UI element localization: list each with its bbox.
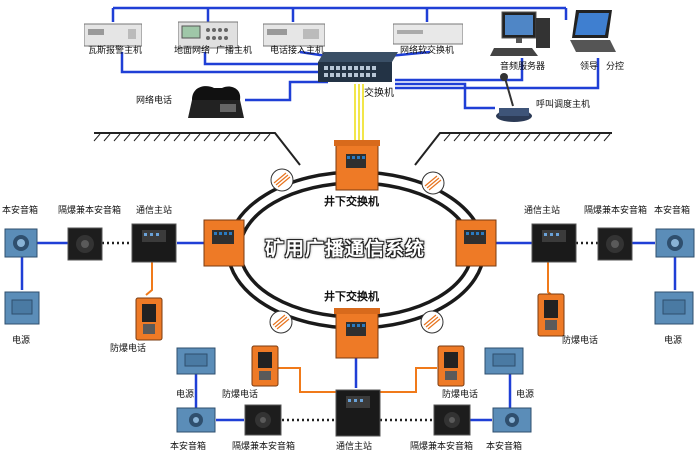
right-station-box (531, 223, 577, 263)
label-underground-switch-bottom: 井下交换机 (324, 290, 379, 303)
ground-line-right (414, 132, 612, 166)
bottom-right-explosion-speaker-box (433, 404, 471, 436)
bottom-left-phone-box (251, 345, 279, 387)
right-speaker-box (655, 228, 695, 258)
label-left-phone: 防爆电话 (110, 344, 147, 354)
label-switch: 交换机 (364, 88, 394, 99)
label-bottom-speaker-right: 本安音箱 (486, 442, 523, 452)
bottom-station-box (335, 389, 381, 437)
label-dispatch-host: 呼叫调度主机 (536, 100, 591, 110)
left-station-box (131, 223, 177, 263)
left-speaker-box (4, 228, 38, 258)
switch-icon (318, 52, 398, 82)
label-right-speaker: 本安音箱 (654, 206, 691, 216)
label-broadcast-host: 广播主机 (216, 46, 253, 56)
underground-switch-right-box (455, 219, 497, 267)
label-phone-access-host: 电话接入主机 (270, 46, 325, 56)
label-leader: 领导 (580, 62, 599, 72)
label-right-station: 通信主站 (524, 206, 561, 216)
gas-alarm-host-icon (84, 23, 142, 47)
right-power-box (654, 291, 694, 325)
right-phone-box (537, 293, 565, 337)
bottom-right-phone-box (437, 345, 465, 387)
label-right-phone: 防爆电话 (562, 336, 599, 346)
label-bottom-speaker-left: 本安音箱 (170, 442, 207, 452)
bottom-left-explosion-speaker-box (244, 404, 282, 436)
ground-network-broadcast-host-icon (178, 21, 238, 49)
diagram-title: 矿用广播通信系统 (265, 238, 426, 260)
fiber-lines (354, 84, 364, 150)
left-phone-box (135, 297, 163, 341)
bottom-left-speaker-box (176, 407, 216, 433)
label-right-explosion-speaker: 隔爆兼本安音箱 (584, 206, 648, 216)
audio-server-computer-icon (490, 11, 550, 56)
underground-switch-bottom-box (334, 308, 380, 359)
bottom-right-speaker-box (492, 407, 532, 433)
label-left-station: 通信主站 (136, 206, 173, 216)
underground-switch-left-box (203, 219, 245, 267)
phone-access-host-icon (263, 23, 325, 47)
label-left-speaker: 本安音箱 (2, 206, 39, 216)
label-bottom-phone-left: 防爆电话 (222, 390, 259, 400)
underground-switch-top-box (334, 140, 380, 191)
ring-couplers (269, 168, 445, 334)
label-audio-server: 音频服务器 (500, 62, 546, 72)
label-network-phone: 网络电话 (136, 96, 173, 106)
network-lines (111, 6, 600, 110)
label-bottom-power-left: 电源 (176, 390, 195, 400)
dispatch-microphone-icon (496, 73, 532, 122)
right-explosion-speaker-box (597, 227, 633, 261)
label-bottom-phone-right: 防爆电话 (442, 390, 479, 400)
ground-line-left (94, 132, 301, 166)
laptop-icon (570, 10, 616, 52)
ground-hatch-left (93, 133, 271, 142)
bottom-left-power-box (176, 347, 216, 375)
bottom-right-power-box (484, 347, 524, 375)
label-network-soft-switch: 网络软交换机 (400, 46, 455, 56)
label-ground-network: 地面网络 (174, 46, 211, 56)
label-left-explosion-speaker: 隔爆兼本安音箱 (58, 206, 122, 216)
label-right-power: 电源 (664, 336, 683, 346)
label-branch-control: 分控 (606, 62, 625, 72)
label-bottom-station: 通信主站 (336, 442, 373, 452)
left-power-box (4, 291, 40, 325)
label-bottom-explosion-speaker-right: 隔爆兼本安音箱 (410, 442, 474, 452)
left-explosion-speaker-box (67, 227, 103, 261)
network-soft-switch-icon (393, 23, 463, 45)
label-left-power: 电源 (12, 336, 31, 346)
label-bottom-explosion-speaker-left: 隔爆兼本安音箱 (232, 442, 296, 452)
label-underground-switch-top: 井下交换机 (324, 195, 379, 208)
label-gas-alarm-host: 瓦斯报警主机 (88, 46, 143, 56)
ground-hatch-right (443, 133, 611, 142)
network-phone-icon (188, 86, 244, 118)
label-bottom-power-right: 电源 (516, 390, 535, 400)
